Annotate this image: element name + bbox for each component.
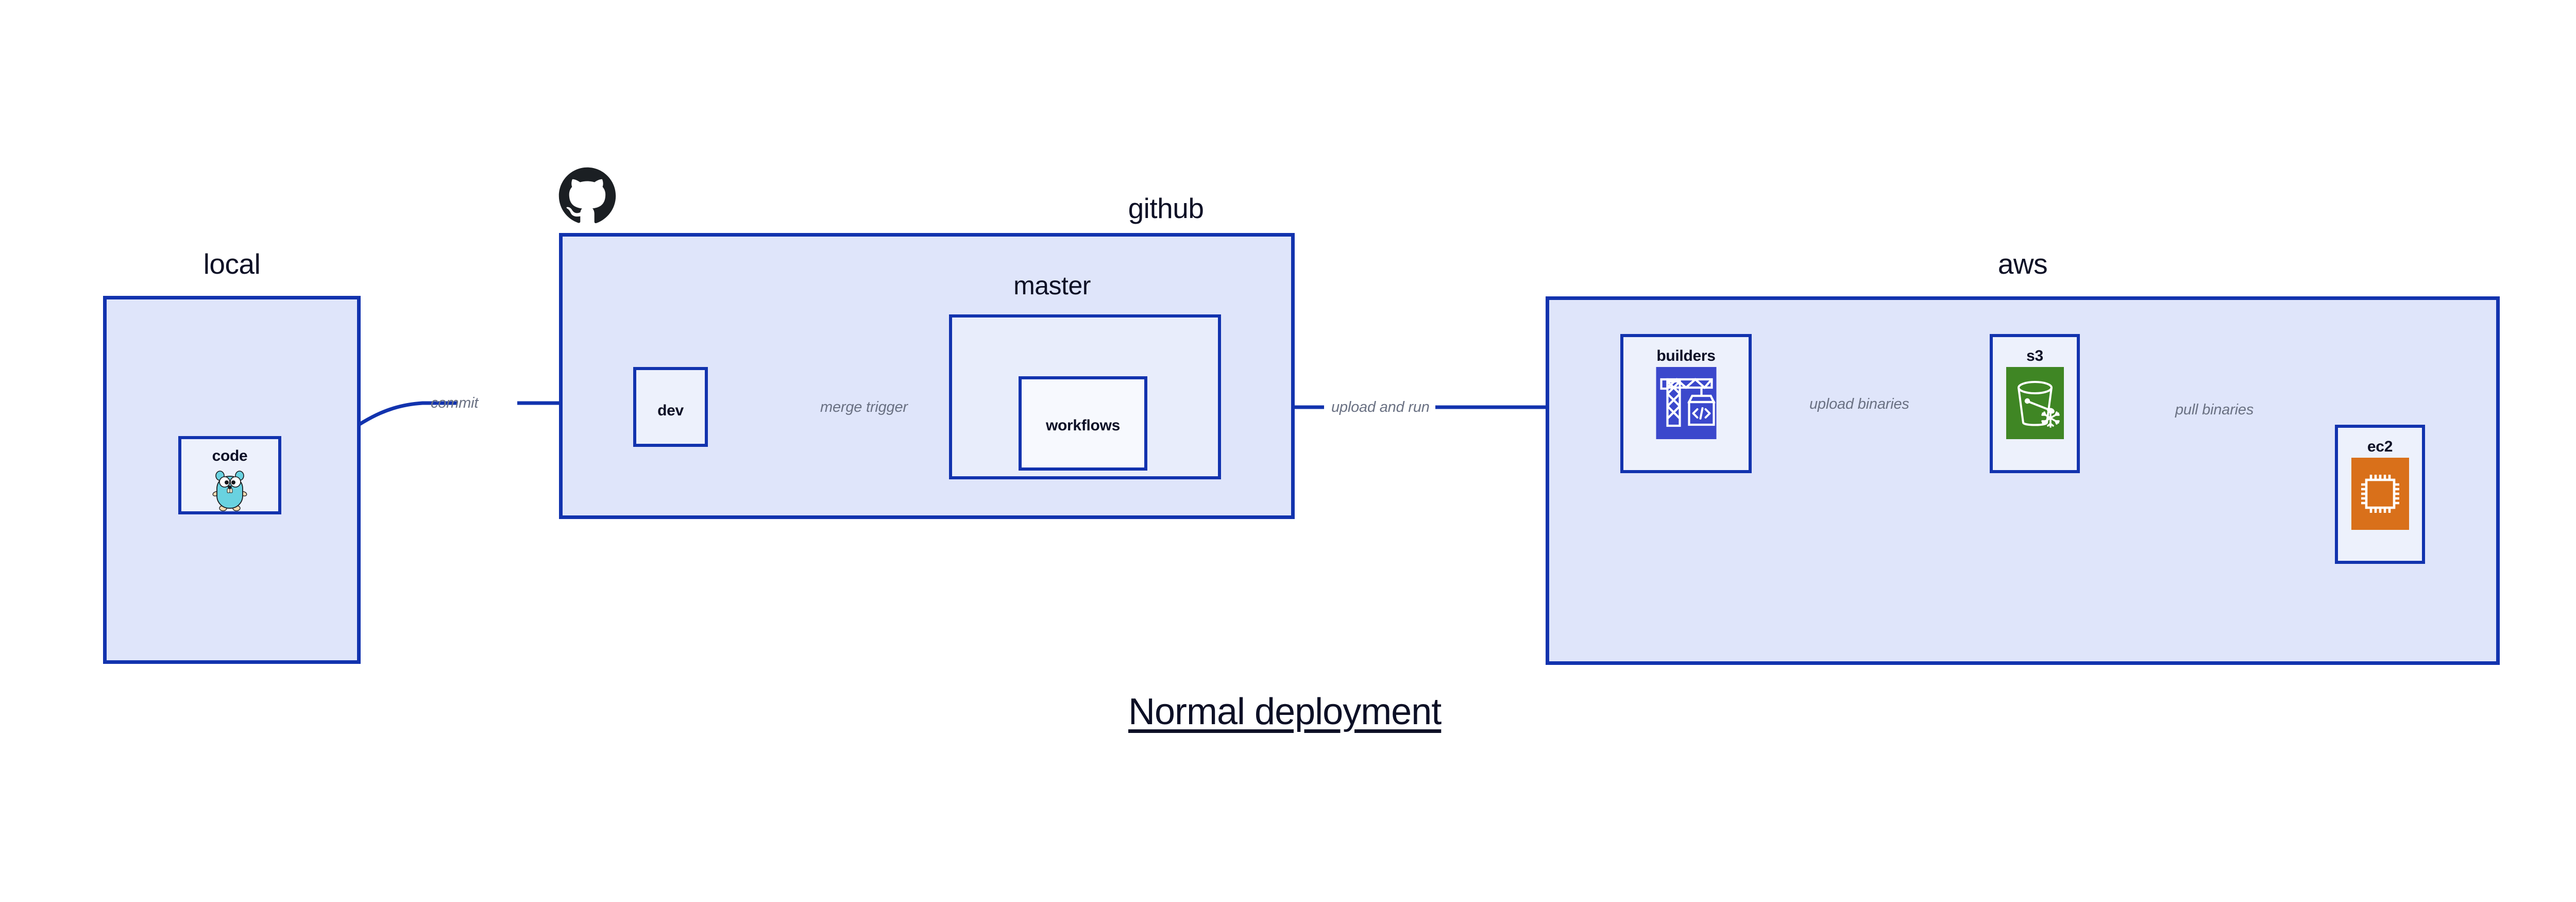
node-label-builders: builders — [1656, 347, 1716, 364]
group-title-local: local — [203, 248, 261, 280]
aws-s3-glacier-icon — [2006, 367, 2064, 439]
group-title-github: github — [1128, 192, 1204, 224]
node-label-s3: s3 — [2026, 347, 2043, 364]
edge-label-upload-binaries: upload binaries — [1809, 396, 1909, 412]
github-octocat-icon — [556, 165, 618, 227]
sub-title-master: master — [1013, 271, 1091, 300]
edge-label-pull-binaries: pull binaries — [2175, 402, 2254, 418]
node-code[interactable]: code — [178, 436, 281, 514]
node-s3[interactable]: s3 — [1990, 334, 2080, 473]
node-label-ec2: ec2 — [2367, 438, 2393, 455]
node-ec2[interactable]: ec2 — [2335, 425, 2425, 564]
node-label-dev: dev — [657, 402, 684, 419]
edge-label-merge-trigger: merge trigger — [820, 399, 908, 415]
aws-ec2-icon — [2351, 458, 2409, 530]
node-label-code: code — [212, 447, 248, 464]
edge-label-commit: commit — [431, 395, 479, 411]
diagram-caption: Normal deployment — [1128, 691, 1442, 732]
node-workflows[interactable]: workflows — [1019, 376, 1147, 471]
edge-label-upload-and-run: upload and run — [1331, 399, 1430, 415]
node-builders[interactable]: builders — [1620, 334, 1752, 473]
group-title-aws: aws — [1997, 248, 2048, 280]
node-dev[interactable]: dev — [633, 367, 708, 447]
node-label-workflows: workflows — [1046, 417, 1120, 434]
go-gopher-icon — [211, 469, 248, 511]
aws-codebuild-icon — [1656, 367, 1716, 439]
